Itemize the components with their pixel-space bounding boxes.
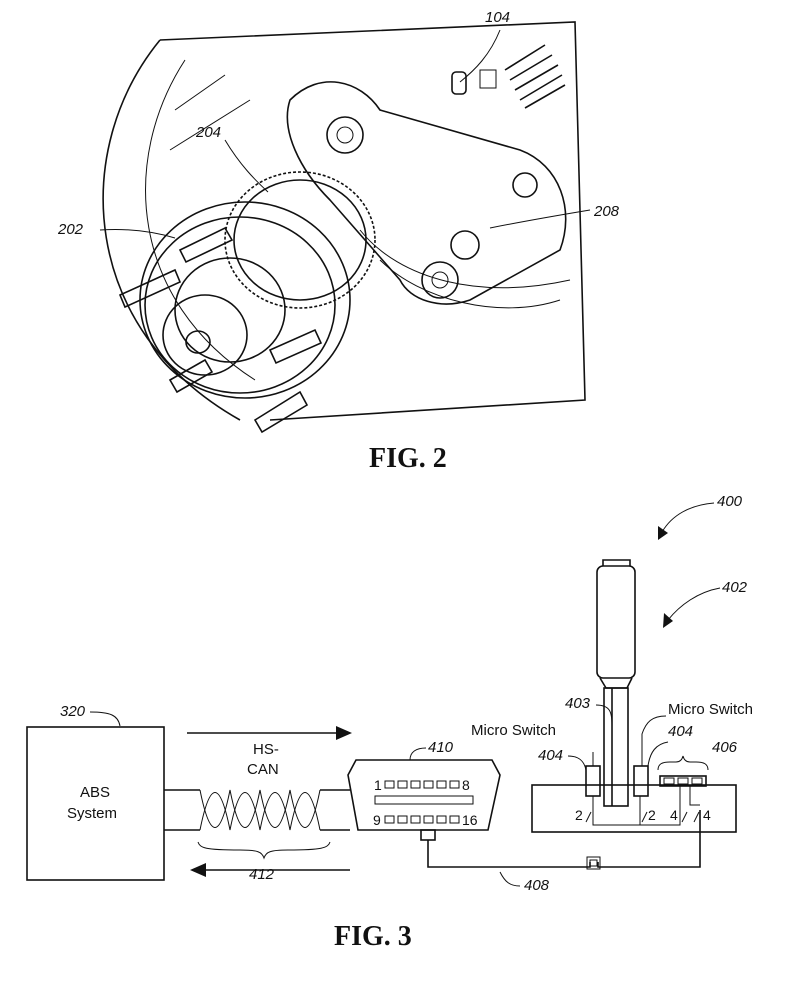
- obd-connector: 1 8 9 16 410: [347, 739, 501, 841]
- wire-pin-b: 2: [648, 807, 656, 823]
- label-403: 403: [565, 695, 591, 712]
- wire-pin-d: 4: [703, 807, 711, 823]
- label-104: 104: [485, 9, 510, 26]
- obd-pin-8: 8: [462, 777, 470, 793]
- abs-system-box: ABS System 320: [26, 703, 165, 881]
- obd-pin-1: 1: [374, 777, 382, 793]
- wire-pin-a: 2: [575, 807, 583, 823]
- connector-406: 406: [657, 739, 738, 787]
- label-404-left: 404: [538, 747, 563, 764]
- fig2-caption: FIG. 2: [369, 443, 447, 474]
- fig2-drawing: 202 204 208 104 FIG. 2: [57, 9, 620, 474]
- abs-label-line2: System: [67, 805, 117, 822]
- label-408: 408: [524, 877, 550, 894]
- label-202: 202: [57, 221, 84, 238]
- label-400: 400: [717, 493, 743, 510]
- fig3-caption: FIG. 3: [334, 921, 412, 952]
- steering-knuckle: [286, 81, 571, 309]
- label-404-right: 404: [668, 723, 693, 740]
- twisted-pair-cable: 412: [164, 789, 350, 883]
- micro-switch-right-label: Micro Switch: [668, 701, 753, 718]
- micro-switch-left: Micro Switch 404: [471, 722, 601, 797]
- wheel-hub: [118, 201, 351, 434]
- label-406: 406: [712, 739, 738, 756]
- label-410: 410: [428, 739, 454, 756]
- micro-switch-right: Micro Switch 404: [633, 701, 753, 797]
- label-208: 208: [593, 203, 620, 220]
- micro-switch-left-label: Micro Switch: [471, 722, 556, 739]
- label-320: 320: [60, 703, 86, 720]
- strut-assembly: 403: [565, 559, 636, 807]
- bus-label-line2: CAN: [247, 761, 279, 778]
- spring: [504, 44, 566, 109]
- wire-pin-c: 4: [670, 807, 678, 823]
- label-204: 204: [195, 124, 221, 141]
- label-412: 412: [249, 866, 275, 883]
- obd-pin-9: 9: [373, 812, 381, 828]
- wheel-speed-sensor: [451, 71, 467, 95]
- signal-wire: 408: [427, 810, 701, 894]
- board-wiring: 2 2 4 4: [575, 786, 711, 826]
- label-402: 402: [722, 579, 748, 596]
- hs-can-arrows: HS- CAN: [187, 726, 352, 877]
- bus-label-line1: HS-: [253, 741, 279, 758]
- abs-label-line1: ABS: [80, 784, 110, 801]
- fig3-drawing: ABS System 320 412 HS- CAN: [26, 493, 753, 952]
- obd-pin-16: 16: [462, 812, 478, 828]
- tone-ring: [224, 171, 376, 309]
- reference-arrows: 400 402: [658, 493, 748, 628]
